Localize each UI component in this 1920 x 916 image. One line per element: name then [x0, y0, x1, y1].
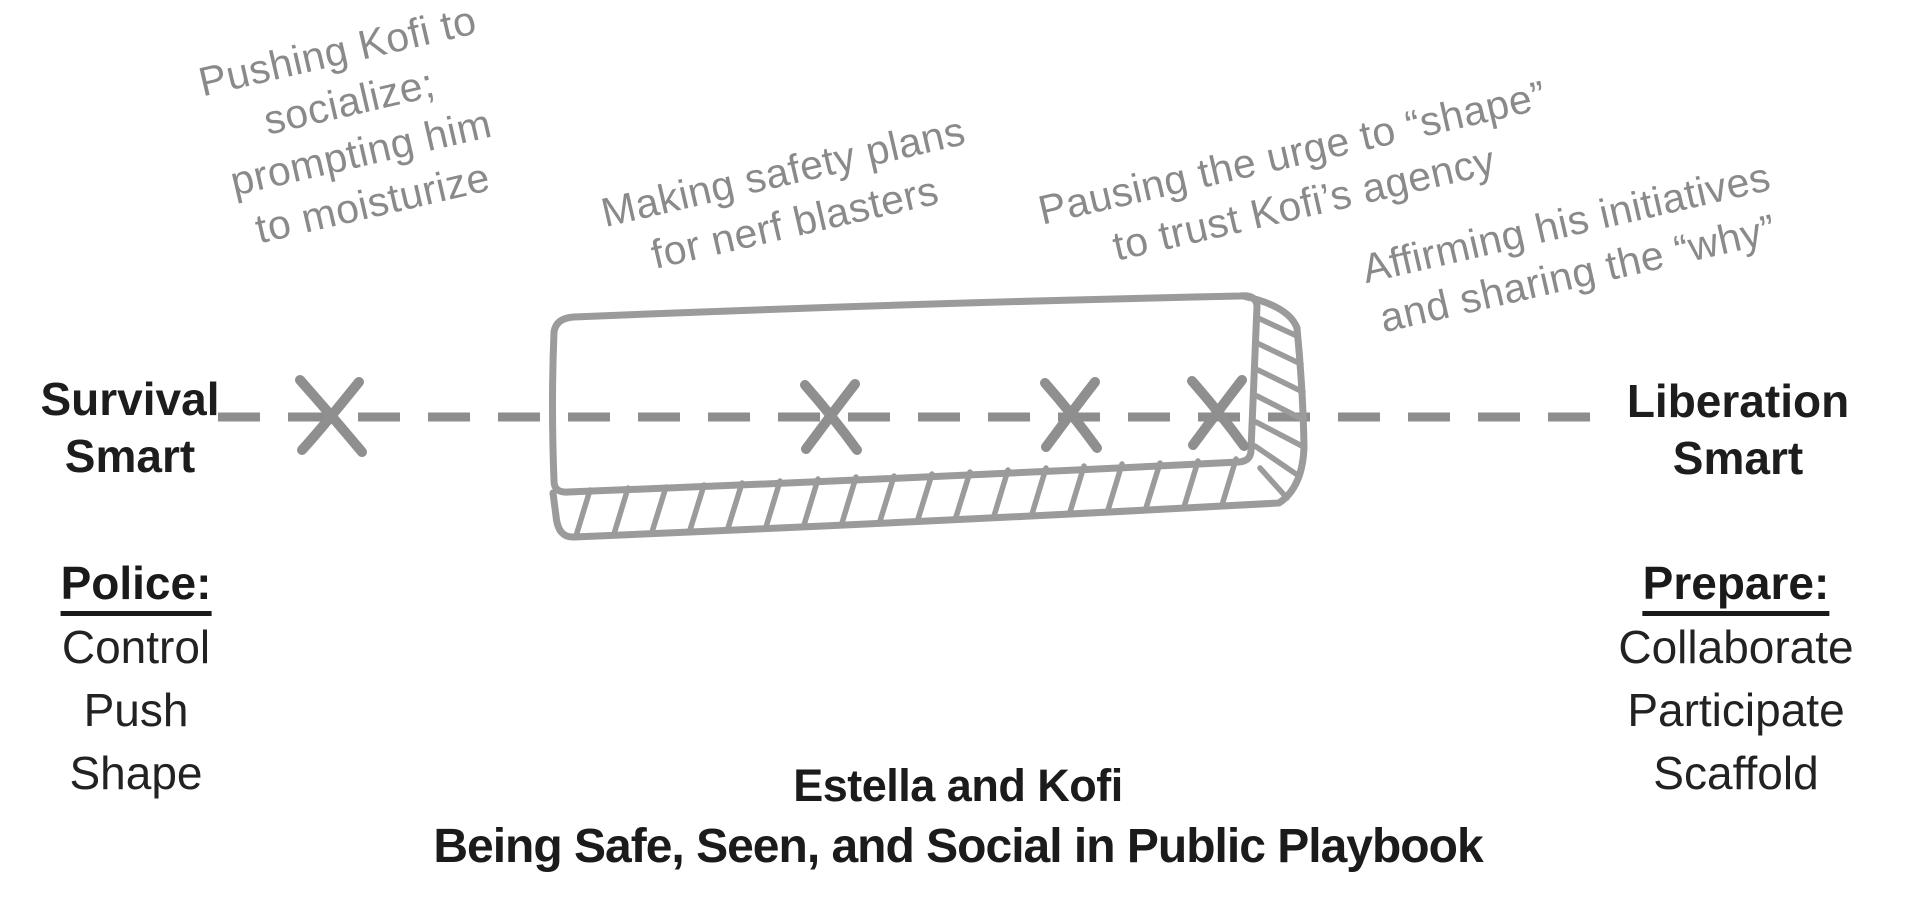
police-list-heading: Police: — [60, 552, 212, 616]
sketch-box-front-face — [549, 292, 1261, 496]
x-mark-4 — [1187, 375, 1249, 451]
caption-playbook-title: Being Safe, Seen, and Social in Public P… — [433, 820, 1483, 873]
prepare-list-item: Collaborate — [1618, 621, 1854, 673]
prepare-list-item: Participate — [1627, 684, 1845, 736]
endpoint-line: Smart — [64, 430, 196, 482]
sketch-box-hatching-bottom — [573, 456, 1239, 539]
police-list: Police: Control Push Shape — [60, 552, 212, 805]
caption-names: Estella and Kofi — [793, 760, 1123, 811]
diagram-caption: Estella and Kofi Being Safe, Seen, and S… — [433, 757, 1483, 879]
x-mark-3 — [1040, 377, 1102, 453]
prepare-list-item: Scaffold — [1653, 747, 1819, 799]
prepare-list-heading-text: Prepare: — [1642, 556, 1830, 616]
police-list-item: Shape — [69, 747, 203, 799]
sketch-box-hatching-right — [1252, 315, 1307, 501]
endpoint-line: Smart — [1672, 432, 1804, 484]
endpoint-label-liberation-smart: Liberation Smart — [1627, 373, 1849, 487]
police-list-item: Push — [83, 684, 189, 736]
x-mark-1 — [295, 375, 367, 457]
police-list-item: Control — [61, 621, 211, 673]
endpoint-line: Survival — [40, 373, 220, 425]
prepare-list-heading: Prepare: — [1618, 552, 1853, 616]
x-mark-2 — [800, 379, 862, 455]
police-list-heading-text: Police: — [60, 556, 212, 616]
endpoint-line: Liberation — [1626, 375, 1850, 427]
prepare-list: Prepare: Collaborate Participate Scaffol… — [1618, 552, 1853, 805]
endpoint-label-survival-smart: Survival Smart — [41, 371, 220, 485]
